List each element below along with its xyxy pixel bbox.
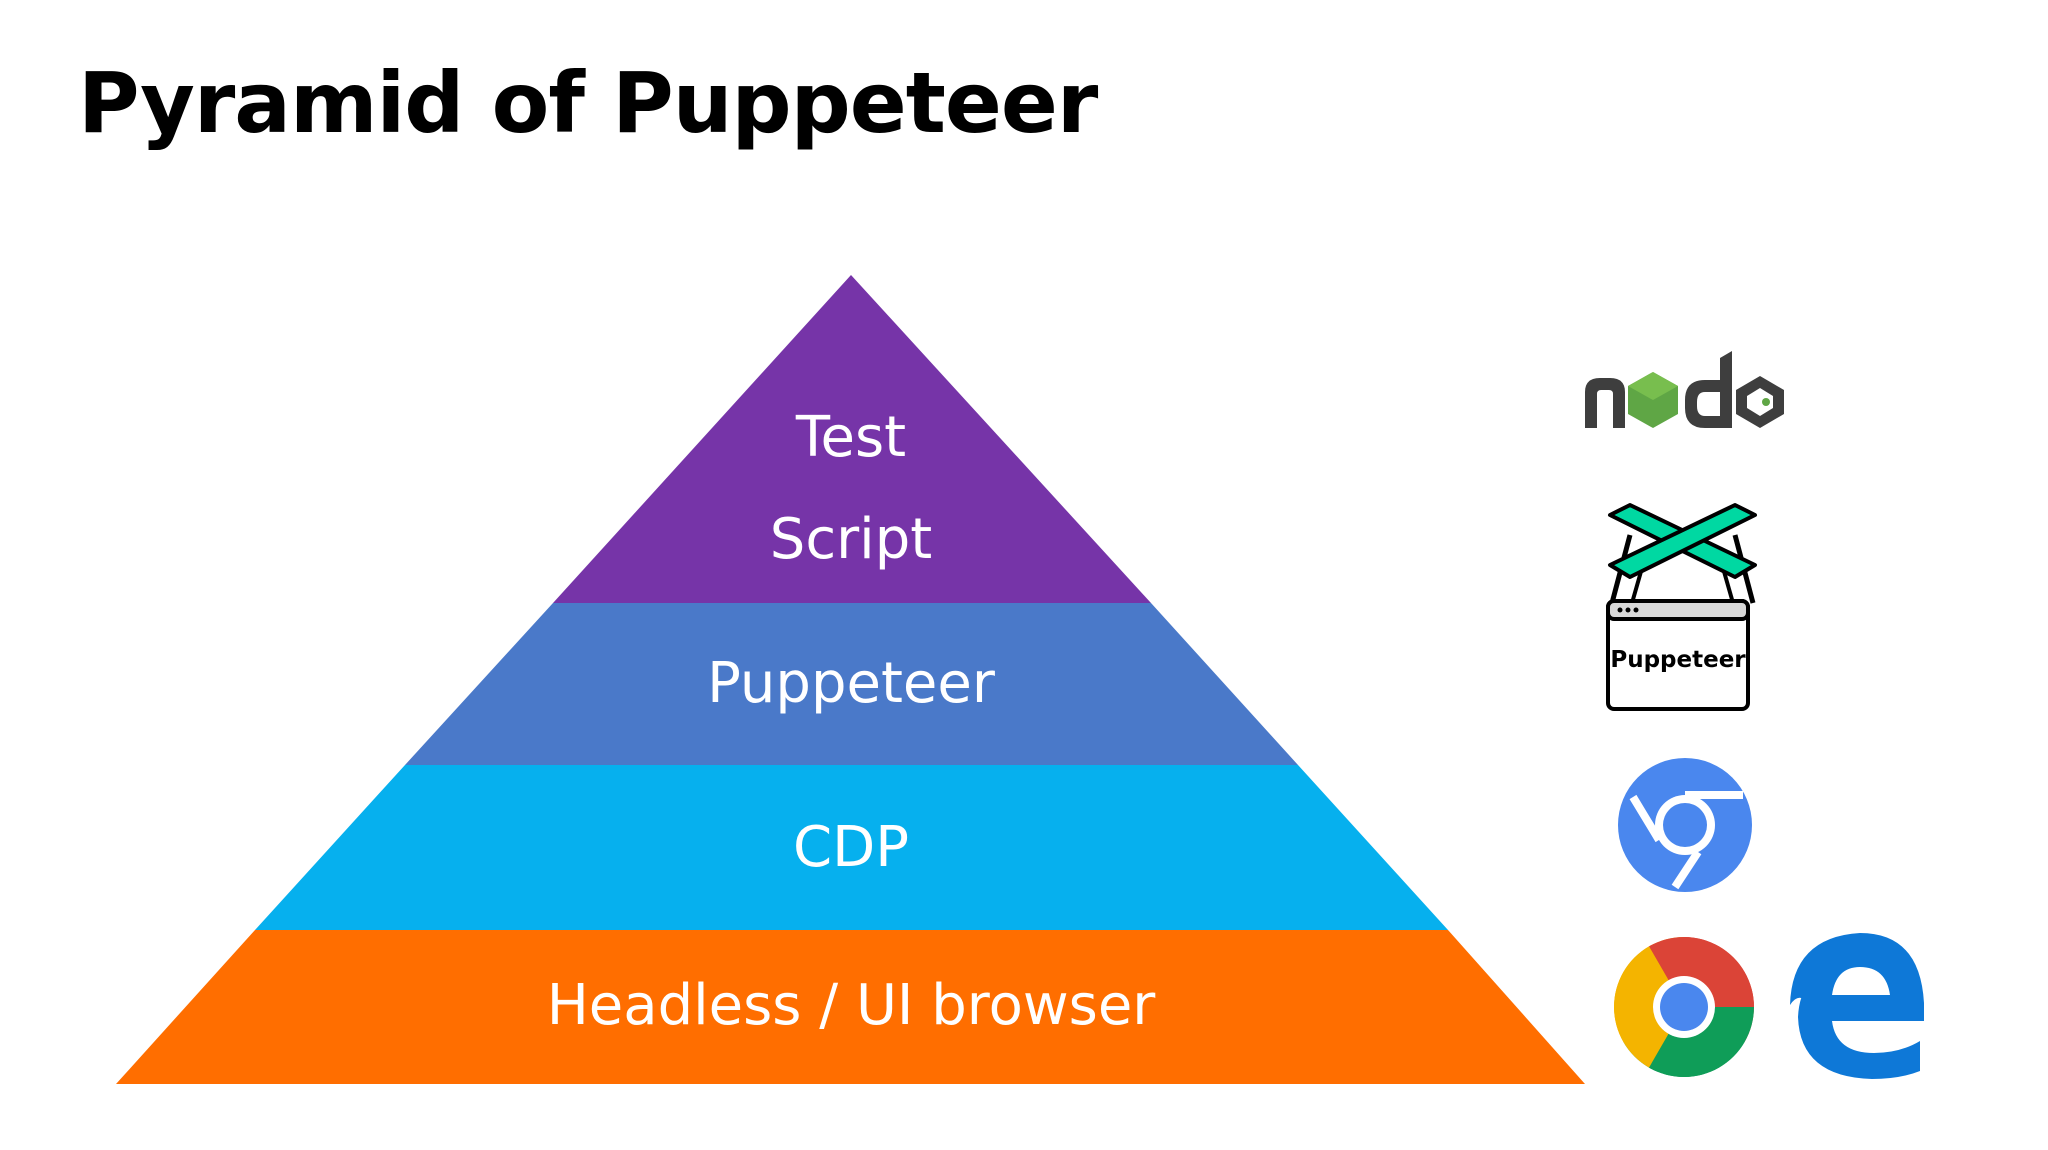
nodejs-logo-icon — [1585, 351, 1784, 428]
layer-label-test: Test — [795, 405, 906, 470]
pyramid-layer-test-script: Test Script — [553, 275, 1151, 603]
slide-title: Pyramid of Puppeteer — [78, 54, 1098, 152]
layer-label-browser: Headless / UI browser — [547, 973, 1157, 1038]
edge-logo-icon — [1790, 933, 1924, 1079]
pyramid-layer-puppeteer: Puppeteer — [405, 603, 1298, 765]
layer-label-script: Script — [770, 507, 932, 572]
puppeteer-logo-icon: Puppeteer — [1606, 503, 1757, 711]
chrome-logo-icon — [1614, 937, 1754, 1077]
pyramid-layer-browser: Headless / UI browser — [116, 930, 1585, 1084]
layer-label-puppeteer: Puppeteer — [707, 651, 996, 716]
pyramid-layer-cdp: CDP — [255, 765, 1448, 930]
puppeteer-logo-label: Puppeteer — [1610, 647, 1746, 673]
chromium-logo-icon — [1618, 758, 1752, 892]
layer-label-cdp: CDP — [793, 815, 909, 880]
